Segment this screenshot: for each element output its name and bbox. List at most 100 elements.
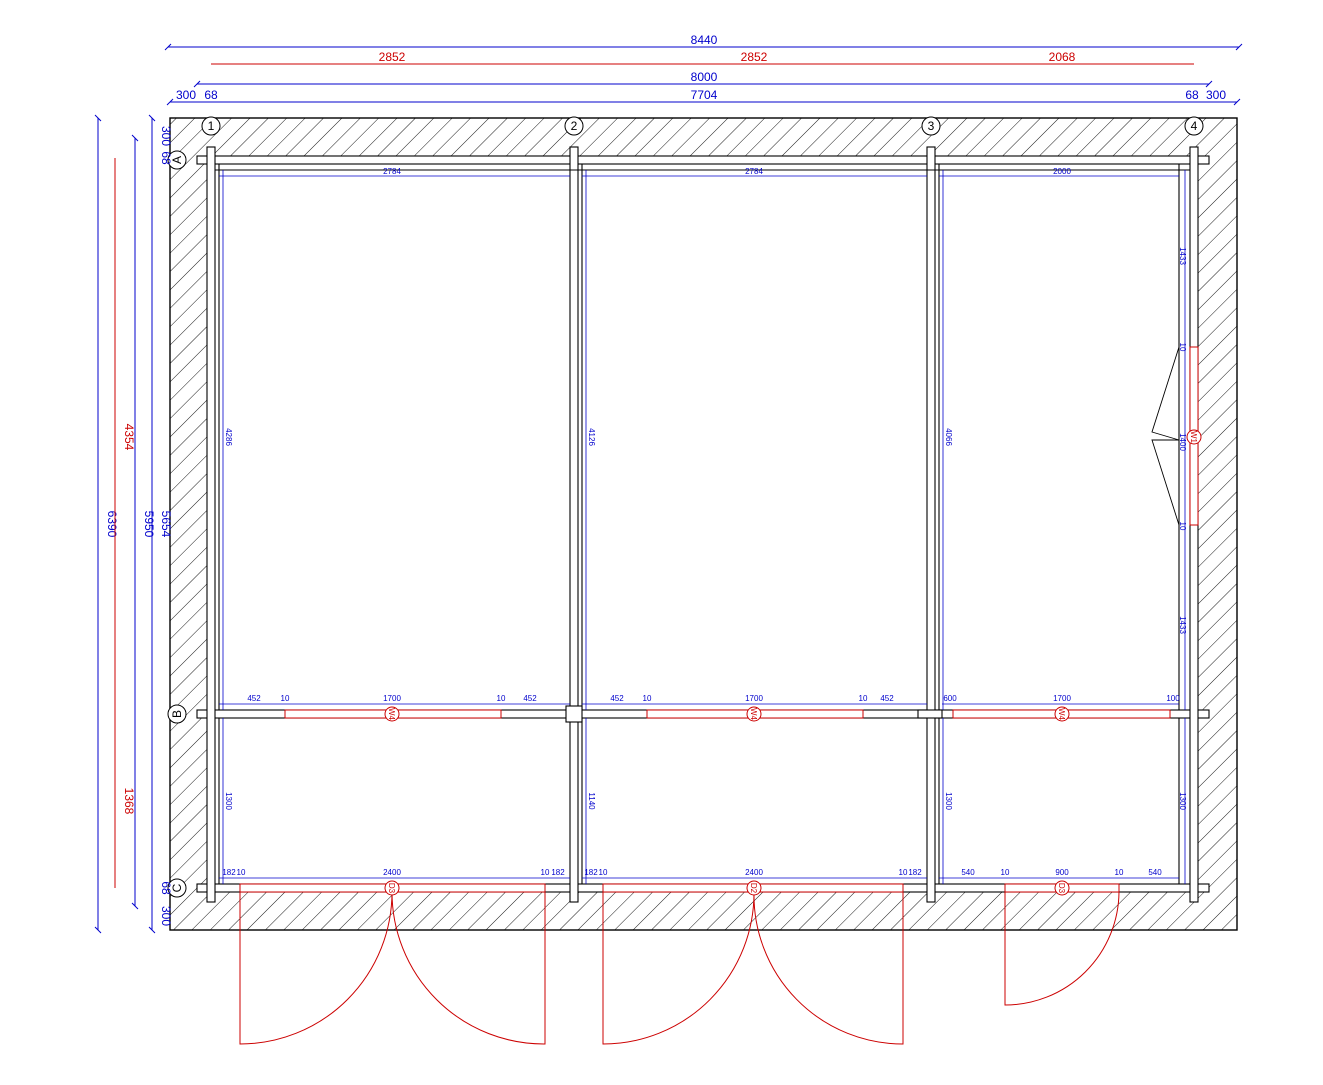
svg-text:D3: D3 <box>1057 883 1066 894</box>
room-height-lower-2: 1140 <box>587 792 596 810</box>
b1-seg-3: 1700 <box>383 694 401 703</box>
axis-2-marker: 2 <box>564 116 584 136</box>
dim-axis-total-height: 5950 <box>142 511 156 538</box>
dim-overall-height: 6390 <box>105 511 119 538</box>
dim-inner-7704: 7704 <box>691 88 718 102</box>
b2-seg-5: 452 <box>880 694 894 703</box>
room-height-lower-1: 1300 <box>224 792 233 810</box>
b1-seg-4: 10 <box>497 694 506 703</box>
svg-text:D2: D2 <box>749 883 758 894</box>
svg-text:D3: D3 <box>387 883 396 894</box>
dim-inner-68-left: 68 <box>204 88 218 102</box>
right-wall-seg-3: 1400 <box>1178 433 1187 451</box>
c3-seg-2: 10 <box>1001 868 1010 877</box>
svg-text:2: 2 <box>571 119 578 133</box>
c1-seg-2: 10 <box>237 868 246 877</box>
axis-4-marker: 4 <box>1184 116 1204 136</box>
c3-seg-4: 10 <box>1115 868 1124 877</box>
b3-seg-2: 1700 <box>1053 694 1071 703</box>
c1-seg-4: 10 <box>541 868 550 877</box>
dim-axis-total: 8000 <box>691 70 718 84</box>
dim-overall-width: 8440 <box>691 33 718 47</box>
dim-offset-bottom-300: 300 <box>159 906 173 926</box>
b1-seg-2: 10 <box>281 694 290 703</box>
side-window-w1: W1 <box>1151 346 1202 526</box>
dim-offset-bottom-68: 68 <box>159 881 173 895</box>
svg-text:1: 1 <box>208 119 215 133</box>
room-width-1: 2784 <box>383 167 401 176</box>
b1-seg-1: 452 <box>247 694 261 703</box>
c1-seg-3: 2400 <box>383 868 401 877</box>
b2-seg-1: 452 <box>610 694 624 703</box>
left-dimensions: 6390 4354 1368 5950 5654 300 68 68 300 <box>94 114 173 934</box>
dim-red-height-1: 4354 <box>122 424 136 451</box>
c3-seg-3: 900 <box>1055 868 1069 877</box>
wall-col-3 <box>926 146 936 903</box>
axis-c-marker: C <box>167 878 187 898</box>
post-b3 <box>917 709 943 719</box>
door-d3-1-tag <box>384 880 400 896</box>
door-d3-1-left-leaf <box>239 891 393 1045</box>
svg-text:W1: W1 <box>1189 431 1198 444</box>
dim-red-1: 2852 <box>379 50 406 64</box>
c3-seg-5: 540 <box>1148 868 1162 877</box>
room-dimensions: 2784 2784 2000 4286 4126 4066 1300 1140 … <box>219 167 1187 884</box>
room-height-lower-3: 1300 <box>944 792 953 810</box>
dim-offset-top-300: 300 <box>159 126 173 146</box>
axis-1-marker: 1 <box>201 116 221 136</box>
room-width-2: 2784 <box>745 167 763 176</box>
b2-seg-3: 1700 <box>745 694 763 703</box>
room-height-1: 4286 <box>224 428 233 446</box>
dim-inner-68-right: 68 <box>1185 88 1199 102</box>
b3-seg-3: 100 <box>1166 694 1180 703</box>
window-w4-3-tag <box>1054 706 1070 722</box>
svg-text:3: 3 <box>928 119 935 133</box>
door-d2-tag <box>746 880 762 896</box>
c2-seg-4: 10 <box>899 868 908 877</box>
b1-seg-5: 452 <box>523 694 537 703</box>
dim-red-height-2: 1368 <box>122 788 136 815</box>
dim-inner-300-left: 300 <box>176 88 196 102</box>
room-width-3: 2000 <box>1053 167 1071 176</box>
axis-a-marker: A <box>167 150 187 170</box>
door-d2-left-leaf <box>602 891 755 1045</box>
room-height-lower-4: 1300 <box>1178 792 1187 810</box>
dim-offset-top-68: 68 <box>159 151 173 165</box>
b2-seg-4: 10 <box>859 694 868 703</box>
right-wall-seg-1: 1433 <box>1178 247 1187 265</box>
c2-seg-2: 10 <box>599 868 608 877</box>
dim-inner-total-height: 5654 <box>159 511 173 538</box>
b2-seg-2: 10 <box>643 694 652 703</box>
door-d3-2-leaf <box>1004 891 1120 1006</box>
c1-seg-1: 182 <box>222 868 236 877</box>
wall-col-2 <box>569 146 579 903</box>
svg-text:4: 4 <box>1191 119 1198 133</box>
wall-col-1 <box>206 146 216 903</box>
dim-inner-300-right: 300 <box>1206 88 1226 102</box>
c1-seg-5: 182 <box>551 868 565 877</box>
axis-3-marker: 3 <box>921 116 941 136</box>
top-dimensions: 8440 2852 2852 2068 8000 300 68 7704 68 … <box>164 33 1243 106</box>
c2-seg-3: 2400 <box>745 868 763 877</box>
wall-row-a <box>196 155 1210 165</box>
svg-text:C: C <box>170 883 184 892</box>
room-height-3: 4066 <box>944 428 953 446</box>
svg-text:A: A <box>170 156 184 164</box>
door-d3-2-tag <box>1054 880 1070 896</box>
dim-red-3: 2068 <box>1049 50 1076 64</box>
svg-text:W4: W4 <box>1057 708 1066 721</box>
c2-seg-5: 182 <box>908 868 922 877</box>
right-wall-seg-2: 10 <box>1178 343 1187 352</box>
right-wall-seg-4: 10 <box>1178 522 1187 531</box>
window-w4-1-tag <box>384 706 400 722</box>
door-d3-1-right-leaf <box>391 891 546 1045</box>
c2-seg-1: 182 <box>584 868 598 877</box>
b3-seg-1: 600 <box>943 694 957 703</box>
window-w4-2-tag <box>746 706 762 722</box>
axis-b-marker: B <box>167 704 187 724</box>
dim-red-2: 2852 <box>741 50 768 64</box>
right-wall-seg-5: 1433 <box>1178 616 1187 634</box>
row-b-openings: 452 10 1700 10 452 W4 452 10 1700 10 452… <box>219 694 1180 722</box>
svg-text:B: B <box>170 710 184 718</box>
